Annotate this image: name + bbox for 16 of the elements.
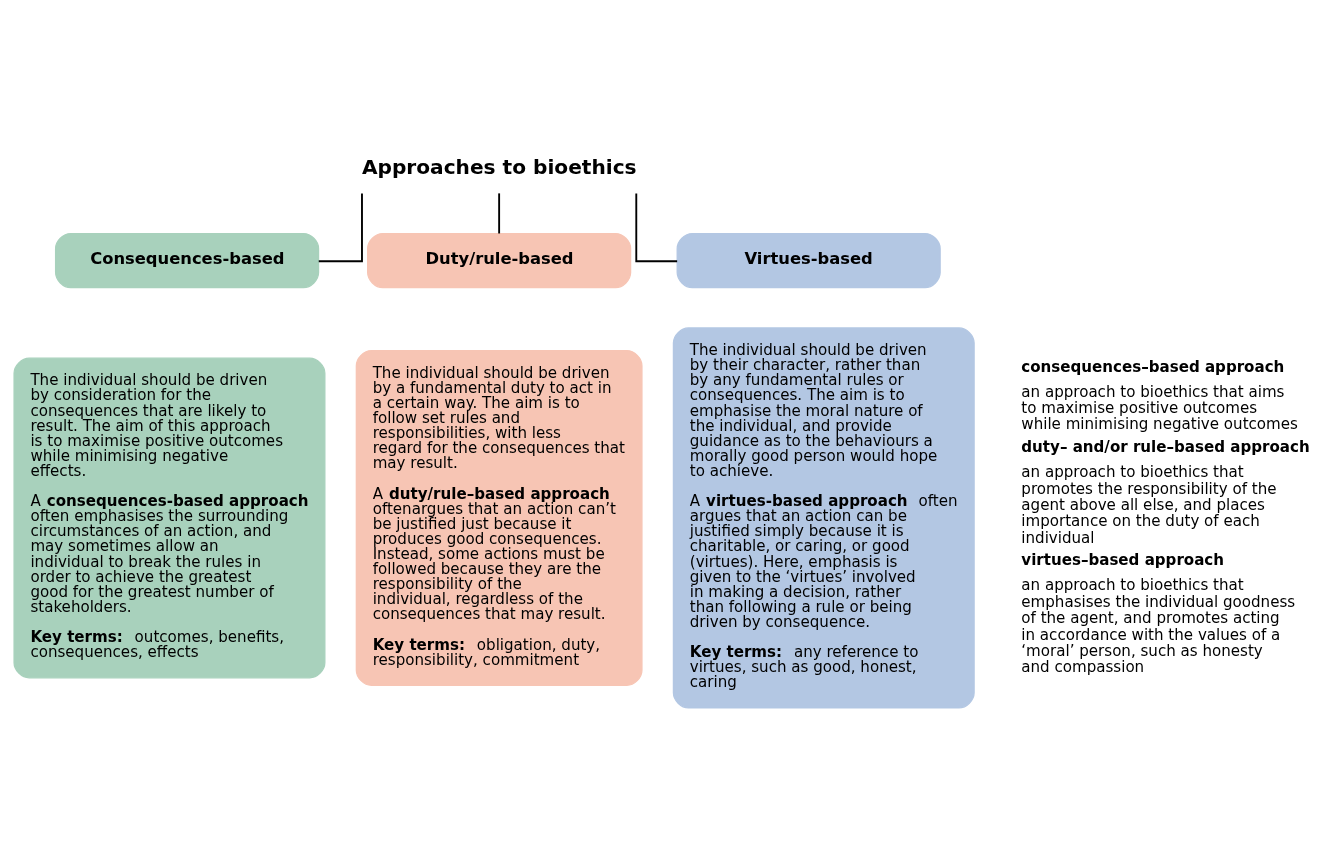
label: consequences–based approach [1021,357,1285,376]
label: an approach to bioethics that aims to maximise positive outcomes while minimising negative outcomes [1021,382,1298,434]
label: an approach to bioethics that promotes the responsibility of the agent above all else, and places importance on the duty of each individual [1021,463,1277,547]
label: duty– and/or rule–based approach [1021,438,1310,457]
node-box: Duty/rule-based [367,232,632,289]
node-box: The individual should be driven by their character, rather than by any fundamental rules or consequences. The aim is to emphasise the moral nature of the individual, and provide guidance as to the behaviours a morally good person would hope to achieve. A virtues-based approach often argues that an action can be justified simply because it is charitable, or caring, or good (virtues). Here, emphasis is given to the ‘virtues’ involved in making a decision, rather than following a rule or being driven by consequence. Key terms: any reference to virtues, such as good, honest, caring [672,327,975,709]
node-box: The individual should be driven by consideration for the consequences that are likely to result. The aim of this approach is to maximise positive outcomes while minimising negative effects. A consequences-based approach often emphasises the surrounding circumstances of an action, and may sometimes allow an individual to break the rules in order to achieve the greatest good for the greatest number of stakeholders. Key terms: outcomes, benefits, consequences, effects [13,357,326,679]
connector [317,192,363,263]
label: an approach to bioethics that emphasises the individual goodness of the agent, and promotes acting in accordance with the values of a ‘moral’ person, such as honesty and compassion [1021,576,1296,677]
node-box: Consequences-based [54,232,320,289]
connector [498,192,501,235]
node-text: Approaches to bioethics [361,155,637,180]
label: virtues–based approach [1021,551,1225,570]
node-box: Virtues-based [676,232,941,289]
node-box: The individual should be driven by a fundamental duty to act in a certain way. The aim is to follow set rules and responsibilities, with less regard for the consequences that may result. A duty/rule–based approach oftenargues that an action can’t be justified just because it produces good consequences. Instead, some actions must be followed because they are the responsibility of the individual, regardless of the consequences that may result. Key terms: obligation, duty, responsibility, commitment [355,350,643,686]
connector [635,192,679,263]
